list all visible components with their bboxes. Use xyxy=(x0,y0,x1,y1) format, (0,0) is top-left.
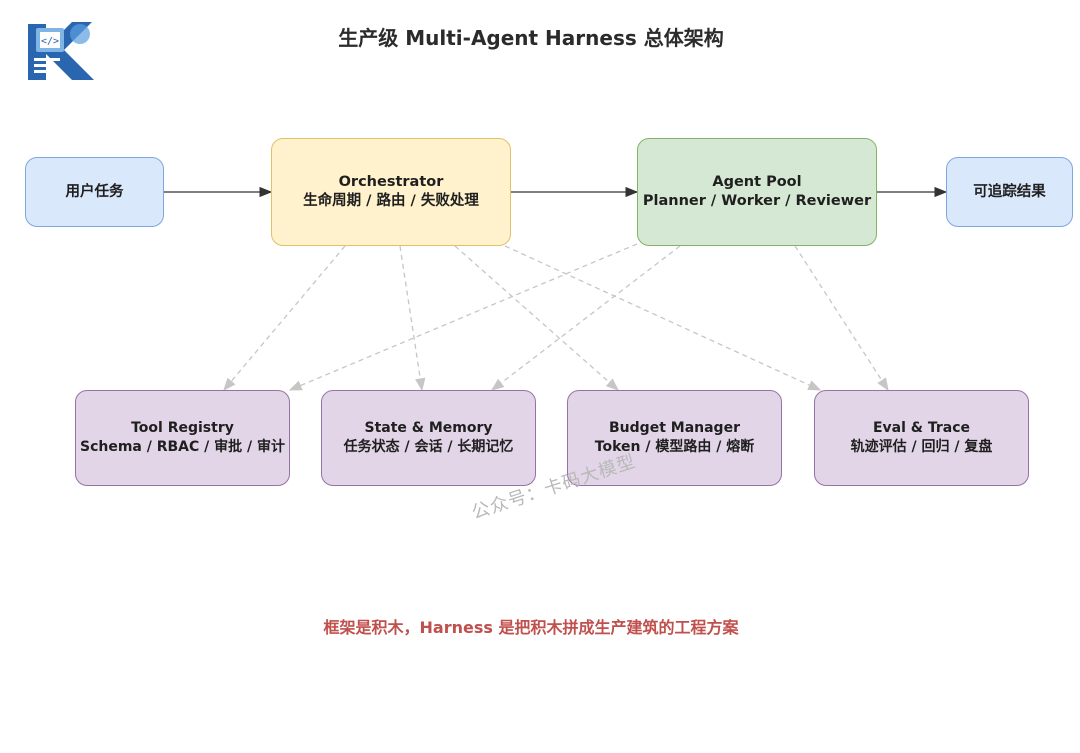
node-user-task: 用户任务 xyxy=(25,157,164,227)
node-orchestrator: Orchestrator 生命周期 / 路由 / 失败处理 xyxy=(271,138,511,246)
node-state-memory-subtitle: 任务状态 / 会话 / 长期记忆 xyxy=(343,439,514,455)
node-eval-trace-title: Eval & Trace xyxy=(872,420,971,436)
node-budget-manager-subtitle: Token / 模型路由 / 熔断 xyxy=(594,439,755,455)
footer-caption: 框架是积木，Harness 是把积木拼成生产建筑的工程方案 xyxy=(323,618,739,637)
svg-text:</>: </> xyxy=(41,36,59,47)
node-tool-registry-subtitle: Schema / RBAC / 审批 / 审计 xyxy=(79,439,286,455)
node-tool-registry-title: Tool Registry xyxy=(131,420,234,436)
node-user-task-label: 用户任务 xyxy=(65,183,124,200)
node-state-memory: State & Memory 任务状态 / 会话 / 长期记忆 xyxy=(321,390,536,486)
node-eval-trace: Eval & Trace 轨迹评估 / 回归 / 复盘 xyxy=(814,390,1029,486)
dash-orch-to-eval xyxy=(504,245,822,391)
dash-pool-to-state xyxy=(490,245,681,391)
dash-orch-to-state xyxy=(399,245,426,392)
node-budget-manager-title: Budget Manager xyxy=(609,420,740,436)
node-traceable-result-label: 可追踪结果 xyxy=(973,183,1046,200)
node-agent-pool: Agent Pool Planner / Worker / Reviewer xyxy=(637,138,877,246)
node-orchestrator-title: Orchestrator xyxy=(338,174,444,190)
dash-orch-to-tool xyxy=(223,245,346,391)
diagram-title: 生产级 Multi-Agent Harness 总体架构 xyxy=(338,26,724,50)
node-budget-manager: Budget Manager Token / 模型路由 / 熔断 xyxy=(567,390,782,486)
node-agent-pool-subtitle: Planner / Worker / Reviewer xyxy=(642,193,872,209)
node-state-memory-title: State & Memory xyxy=(364,420,493,436)
node-traceable-result: 可追踪结果 xyxy=(946,157,1073,227)
node-agent-pool-title: Agent Pool xyxy=(712,174,802,190)
dash-pool-to-tool xyxy=(288,243,638,391)
node-eval-trace-subtitle: 轨迹评估 / 回归 / 复盘 xyxy=(850,439,993,455)
node-orchestrator-subtitle: 生命周期 / 路由 / 失败处理 xyxy=(303,193,479,209)
node-tool-registry: Tool Registry Schema / RBAC / 审批 / 审计 xyxy=(75,390,290,486)
dash-pool-to-eval xyxy=(794,245,889,392)
dash-orch-to-budget xyxy=(454,245,619,391)
logo-icon: </> xyxy=(26,18,96,84)
